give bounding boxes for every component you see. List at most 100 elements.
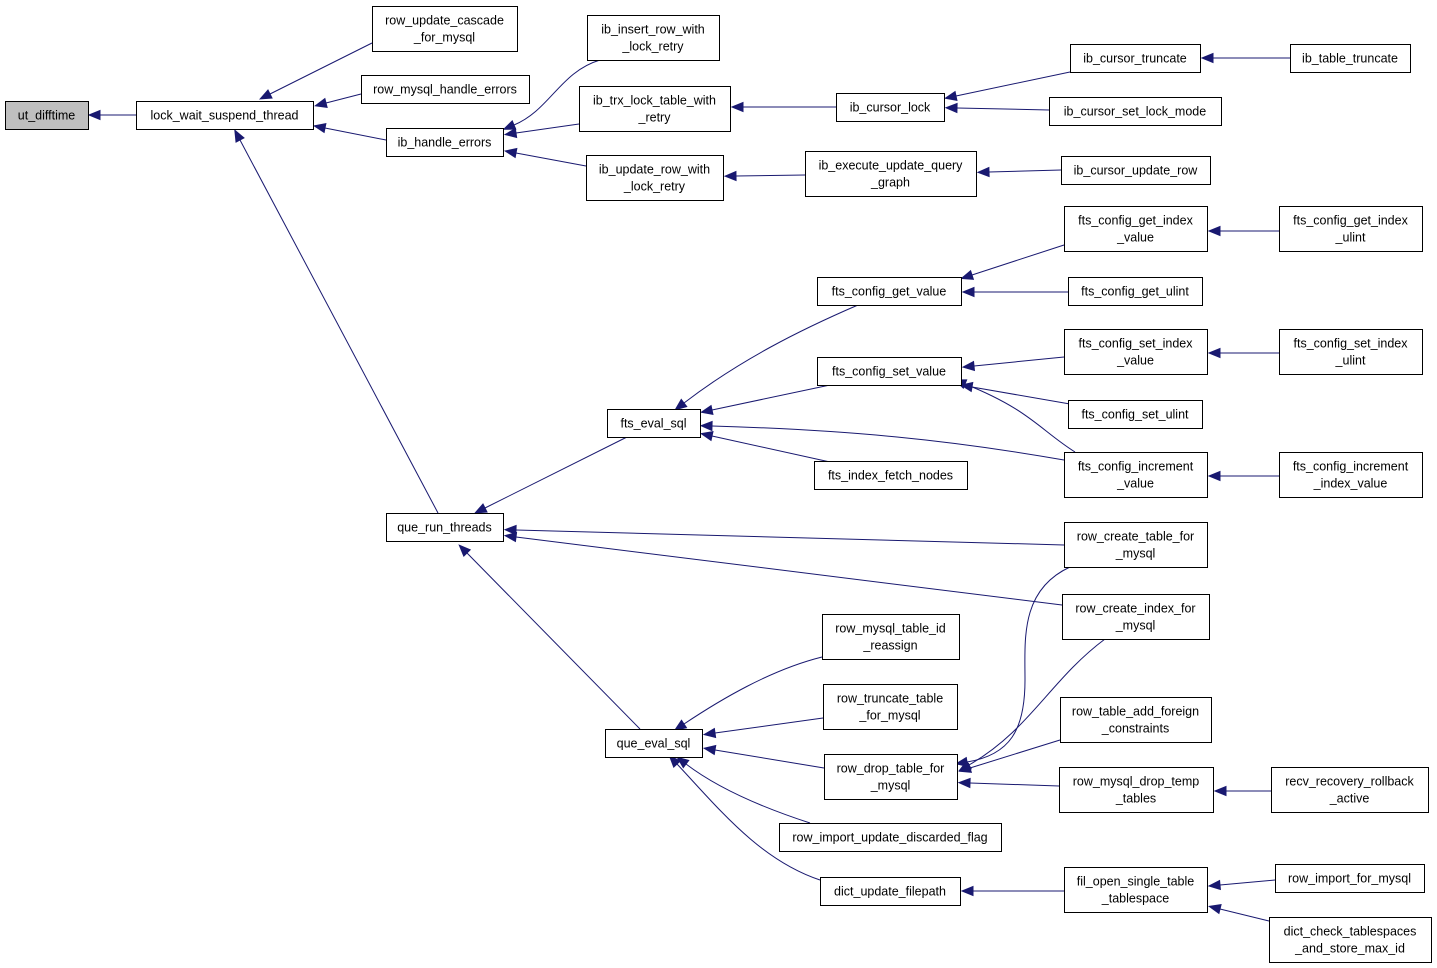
node-fts_config_get_index_value[interactable]: fts_config_get_index_value [1064, 206, 1208, 252]
node-ib_cursor_set_lock_mode[interactable]: ib_cursor_set_lock_mode [1049, 97, 1222, 126]
node-fts_config_set_index_value[interactable]: fts_config_set_index_value [1064, 329, 1208, 375]
node-box [779, 823, 1002, 852]
node-box [361, 75, 530, 104]
node-recv_recovery_rollback_active[interactable]: recv_recovery_rollback_active [1271, 767, 1429, 813]
node-box [1061, 156, 1211, 185]
node-que_run_threads[interactable]: que_run_threads [386, 513, 504, 542]
node-label: _value [1116, 477, 1154, 491]
edge-line [676, 763, 821, 881]
edge-que_eval_sql-to-que_run_threads [458, 544, 641, 730]
node-que_eval_sql[interactable]: que_eval_sql [605, 729, 703, 758]
edge-line [513, 59, 601, 126]
node-fil_open_single_table_tablespace[interactable]: fil_open_single_table _tablespace [1064, 867, 1208, 913]
node-label: ib_handle_errors [398, 136, 492, 150]
node-fts_config_increment_value[interactable]: fts_config_increment_value [1064, 452, 1208, 498]
node-box [823, 684, 958, 730]
node-ib_update_row_with_lock_retry[interactable]: ib_update_row_with _lock_retry [586, 155, 724, 201]
node-fts_config_get_ulint[interactable]: fts_config_get_ulint [1068, 277, 1203, 306]
node-label: ib_update_row_with [599, 163, 710, 177]
node-fts_config_get_value[interactable]: fts_config_get_value [817, 277, 962, 306]
node-label: _mysql [870, 779, 911, 793]
edge-arrowhead [312, 122, 327, 134]
node-fts_config_set_ulint[interactable]: fts_config_set_ulint [1068, 400, 1203, 429]
node-label: row_create_index_for [1075, 602, 1195, 616]
edge-arrowhead [699, 430, 714, 442]
node-row_create_table_for_mysql[interactable]: row_create_table_for_mysql [1064, 522, 1208, 568]
edge-ib_execute_update_query_graph-to-ib_update_row_with_lock_retry [723, 170, 806, 182]
node-box [605, 729, 703, 758]
node-label: ib_cursor_truncate [1083, 52, 1187, 66]
node-ib_insert_row_with_lock_retry[interactable]: ib_insert_row_with_lock_retry [587, 15, 720, 61]
edge-fts_config_set_index_ulint-to-fts_config_set_index_value [1207, 347, 1279, 359]
node-label: row_table_add_foreign [1072, 705, 1199, 719]
edge-line [484, 436, 628, 509]
node-label: _ulint [1335, 354, 1366, 368]
node-row_mysql_drop_temp_tables[interactable]: row_mysql_drop_temp_tables [1059, 767, 1214, 813]
node-ib_cursor_lock[interactable]: ib_cursor_lock [836, 93, 945, 122]
node-label: dict_update_filepath [834, 885, 946, 899]
node-fts_config_increment_index_value[interactable]: fts_config_increment_index_value [1279, 452, 1423, 498]
edge-arrowhead [1207, 225, 1221, 237]
node-row_table_add_foreign_constraints[interactable]: row_table_add_foreign_constraints [1060, 697, 1212, 743]
node-label: _tablespace [1101, 892, 1169, 906]
node-box [607, 409, 701, 438]
node-label: _mysql [1115, 619, 1156, 633]
node-fts_config_get_index_ulint[interactable]: fts_config_get_index_ulint [1279, 206, 1423, 252]
node-label: fil_open_single_table [1077, 875, 1195, 889]
edge-row_create_table_for_mysql-to-row_drop_table_for_mysql [954, 566, 1071, 768]
node-label: _ulint [1335, 231, 1366, 245]
node-ib_trx_lock_table_with_retry[interactable]: ib_trx_lock_table_with_retry [579, 86, 731, 132]
node-lock_wait_suspend_thread[interactable]: lock_wait_suspend_thread [136, 101, 314, 130]
edge-line [714, 749, 825, 769]
edge-line [968, 638, 1106, 766]
edge-arrowhead [234, 129, 245, 143]
edge-arrowhead [723, 170, 737, 182]
edge-line [685, 763, 811, 824]
edge-row_create_table_for_mysql-to-que_run_threads [503, 524, 1065, 546]
node-dict_check_tablespaces_and_store_max_id[interactable]: dict_check_tablespaces_and_store_max_id [1269, 917, 1432, 963]
node-box [1279, 206, 1423, 252]
node-row_truncate_table_for_mysql[interactable]: row_truncate_table_for_mysql [823, 684, 958, 730]
node-box [579, 86, 731, 132]
edge-fts_config_get_index_value-to-fts_config_get_value [960, 244, 1065, 280]
node-ib_table_truncate[interactable]: ib_table_truncate [1290, 44, 1411, 73]
node-label: fts_config_get_ulint [1081, 285, 1189, 299]
node-label: que_run_threads [397, 521, 492, 535]
node-ib_handle_errors[interactable]: ib_handle_errors [386, 128, 504, 157]
node-fts_index_fetch_nodes[interactable]: fts_index_fetch_nodes [814, 461, 968, 490]
edge-ib_cursor_update_row-to-ib_execute_update_query_graph [976, 166, 1062, 178]
node-label: _lock_retry [621, 40, 684, 54]
edge-arrowhead [676, 756, 690, 769]
node-dict_update_filepath[interactable]: dict_update_filepath [820, 877, 961, 906]
node-box [1269, 917, 1432, 963]
edge-line [969, 782, 1060, 787]
edge-arrowhead [961, 286, 975, 298]
edge-arrowhead [502, 119, 517, 130]
node-label: que_eval_sql [617, 737, 691, 751]
node-row_mysql_table_id_reassign[interactable]: row_mysql_table_id_reassign [822, 614, 960, 660]
node-label: _active [1329, 792, 1370, 806]
node-fts_config_set_index_ulint[interactable]: fts_config_set_index_ulint [1279, 329, 1423, 375]
node-fts_config_set_value[interactable]: fts_config_set_value [817, 357, 962, 386]
node-box [1064, 206, 1208, 252]
node-ib_execute_update_query_graph[interactable]: ib_execute_update_query_graph [805, 151, 977, 197]
node-ut_difftime[interactable]: ut_difftime [5, 101, 89, 130]
edge-arrowhead [1207, 879, 1221, 891]
edge-dict_update_filepath-to-que_eval_sql [668, 754, 821, 881]
node-label: _lock_retry [623, 180, 686, 194]
node-row_import_for_mysql[interactable]: row_import_for_mysql [1275, 864, 1425, 893]
node-fts_eval_sql[interactable]: fts_eval_sql [607, 409, 701, 438]
edge-line [515, 529, 1065, 546]
node-row_import_update_discarded_flag[interactable]: row_import_update_discarded_flag [779, 823, 1002, 852]
node-row_update_cascade_for_mysql[interactable]: row_update_cascade_for_mysql [372, 6, 518, 52]
node-row_drop_table_for_mysql[interactable]: row_drop_table_for_mysql [824, 754, 958, 800]
edge-row_import_update_discarded_flag-to-que_eval_sql [676, 756, 811, 824]
node-row_mysql_handle_errors[interactable]: row_mysql_handle_errors [361, 75, 530, 104]
node-row_create_index_for_mysql[interactable]: row_create_index_for _mysql [1062, 594, 1210, 640]
node-label: fts_config_get_index [1078, 214, 1193, 228]
node-ib_cursor_truncate[interactable]: ib_cursor_truncate [1070, 44, 1201, 73]
node-ib_cursor_update_row[interactable]: ib_cursor_update_row [1061, 156, 1211, 185]
node-label: row_truncate_table [837, 692, 943, 706]
node-box [1070, 44, 1201, 73]
